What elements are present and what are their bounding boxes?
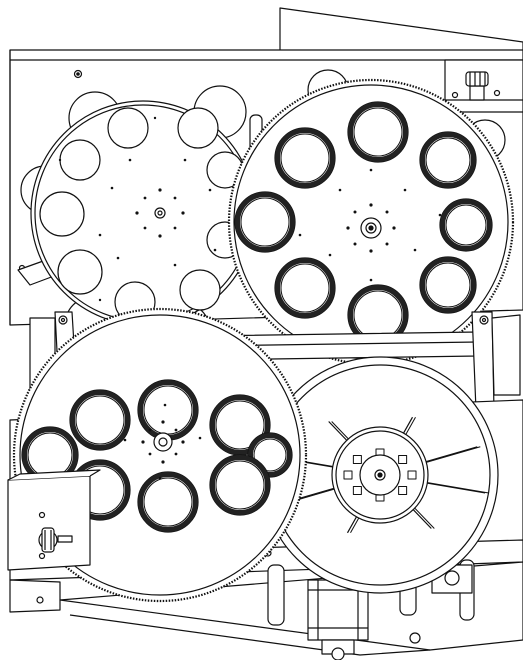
lower-left-apertures xyxy=(22,380,292,532)
upper-right-aperture xyxy=(235,192,295,252)
lower-right-wheel xyxy=(262,357,498,593)
lower-right-inner-slots xyxy=(344,449,416,501)
inner-slot xyxy=(353,487,361,495)
upper-right-aperture xyxy=(420,132,476,188)
lower-left-aperture xyxy=(138,472,198,532)
front-left-bracket xyxy=(8,470,100,570)
upper-right-aperture xyxy=(440,199,492,251)
lower-left-aperture xyxy=(210,455,270,515)
spoke-edge xyxy=(424,447,481,463)
upper-right-wheel xyxy=(229,70,513,364)
upper-right-aperture xyxy=(275,258,335,318)
spoke xyxy=(424,482,485,492)
inner-slot xyxy=(353,455,361,463)
inner-slot xyxy=(344,471,352,479)
lower-left-aperture xyxy=(70,390,130,450)
upper-right-apertures xyxy=(235,102,492,345)
inner-slot xyxy=(399,455,407,463)
lower-left-aperture xyxy=(22,427,78,483)
upper-right-aperture xyxy=(275,128,335,188)
inner-slot xyxy=(408,471,416,479)
lower-left-aperture xyxy=(138,380,198,440)
upper-right-aperture xyxy=(420,257,476,313)
spoke-edge xyxy=(427,482,488,492)
spoke xyxy=(421,447,478,463)
top-right-bracket xyxy=(445,60,523,112)
inner-slot xyxy=(399,487,407,495)
upper-right-aperture xyxy=(348,102,408,162)
